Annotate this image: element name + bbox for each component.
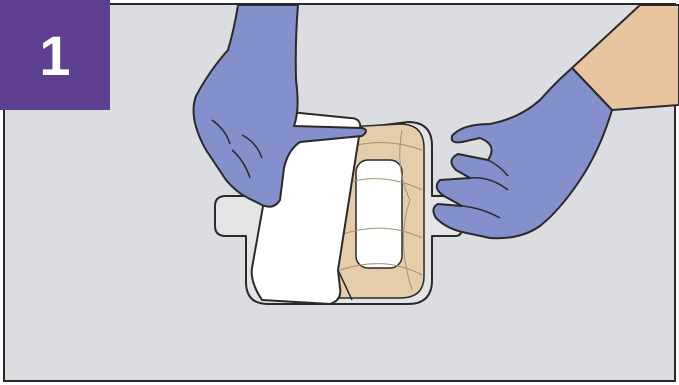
step-number: 1: [39, 23, 70, 88]
step-number-badge: 1: [0, 0, 110, 110]
